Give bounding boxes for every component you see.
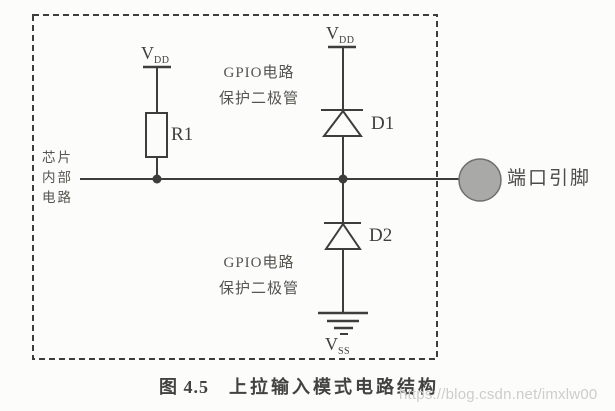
vdd-label-left: VDD xyxy=(141,44,169,66)
left-circuit-label-line1: 芯片 xyxy=(42,150,73,165)
left-circuit-label-line2: 内部 xyxy=(42,170,73,185)
figure-caption-title: 上拉输入模式电路结构 xyxy=(229,377,439,397)
gpio-note-bottom-line1: GPIO电路 xyxy=(223,255,295,271)
gpio-note-bottom-line2: 保护二极管 xyxy=(218,281,299,297)
vdd-right-subscript: DD xyxy=(339,35,355,46)
port-pin-pad xyxy=(458,158,502,202)
diode-d1-label: D1 xyxy=(371,113,395,134)
figure-caption-number: 图 4.5 xyxy=(159,377,209,397)
port-pin-label: 端口引脚 xyxy=(507,168,592,189)
vdd-right-symbol: V xyxy=(326,23,339,43)
vss-symbol: V xyxy=(325,334,338,354)
gpio-protection-note-bottom: GPIO电路 保护二极管 xyxy=(204,250,314,302)
vss-subscript: SS xyxy=(338,346,351,357)
vss-label: VSS xyxy=(325,335,350,357)
d1-triangle xyxy=(321,109,363,137)
dashed-boundary-box xyxy=(32,14,438,360)
diode-d2-label: D2 xyxy=(369,225,393,246)
gpio-note-top-line2: 保护二极管 xyxy=(218,91,299,107)
junction-dot-resistor xyxy=(152,174,162,184)
vdd-label-right: VDD xyxy=(326,24,354,46)
resistor-r1-label: R1 xyxy=(171,124,194,145)
left-circuit-label: 芯片 内部 电路 xyxy=(42,148,73,208)
vdd-left-subscript: DD xyxy=(154,55,170,66)
d2-triangle xyxy=(324,222,362,250)
vdd-left-symbol: V xyxy=(141,43,154,63)
gpio-protection-note-top: GPIO电路 保护二极管 xyxy=(204,60,314,112)
gpio-note-top-line1: GPIO电路 xyxy=(223,65,295,81)
figure-caption: 图 4.5 上拉输入模式电路结构 xyxy=(159,378,439,396)
watermark-url: https://blog.csdn.net/imxlw00 xyxy=(399,386,598,403)
left-circuit-label-line3: 电路 xyxy=(42,190,73,205)
resistor-body xyxy=(145,112,168,158)
